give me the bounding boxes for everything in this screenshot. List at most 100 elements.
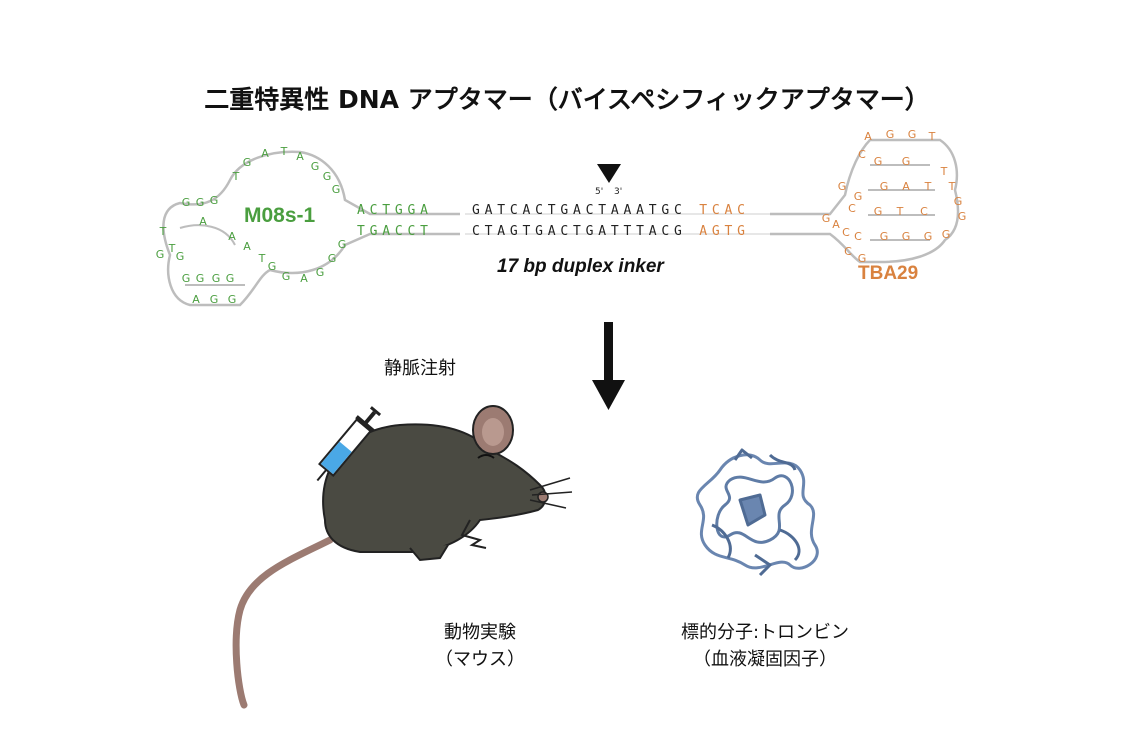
arrow-down-icon xyxy=(592,322,625,410)
right-loop-nucleotide: A xyxy=(902,180,910,193)
left-stem-top: ACTGGA xyxy=(357,203,433,218)
left-loop-nucleotide: G xyxy=(182,272,191,285)
linker-top-strand: ACTGGA GATCACTGACTAAATGC TCAC xyxy=(357,203,750,218)
right-stem-top: TCAC xyxy=(699,203,750,218)
right-loop-nucleotide: G xyxy=(902,230,911,243)
right-loop-nucleotide: G xyxy=(924,230,933,243)
mouse-hind-paw xyxy=(409,544,449,562)
left-loop-nucleotide: T xyxy=(168,242,176,255)
right-loop-nucleotide: G xyxy=(822,212,831,225)
mouse-whiskers xyxy=(529,477,573,509)
figure-title: 二重特異性 DNA アプタマー（バイスペシフィックアプタマー） xyxy=(204,85,930,114)
linker-top-sequence: GATCACTGACTAAATGC xyxy=(472,203,687,218)
protein-structure-icon xyxy=(696,448,819,577)
left-aptamer-inner-backbone xyxy=(179,224,245,286)
left-loop-nucleotide: A xyxy=(296,150,304,163)
left-loop-nucleotide: G xyxy=(210,293,219,306)
left-loop-nucleotide: A xyxy=(243,240,251,253)
syringe-fluid xyxy=(320,441,352,475)
left-loop-nucleotide: G xyxy=(156,248,165,261)
left-loop-nucleotide: T xyxy=(232,170,240,183)
left-loop-nucleotide: G xyxy=(332,183,341,196)
right-aptamer-label: TBA29 xyxy=(858,263,919,284)
left-loop-nucleotide: A xyxy=(300,272,308,285)
mouse-front-paw xyxy=(460,519,487,549)
right-loop-nucleotide: G xyxy=(874,155,883,168)
right-aptamer-backbone xyxy=(770,138,960,264)
left-loop-nucleotide: G xyxy=(282,270,291,283)
right-loop-nucleotide: T xyxy=(896,205,904,218)
left-loop-nucleotide: G xyxy=(268,260,277,273)
animal-label-line2: （マウス） xyxy=(435,649,525,670)
triangle-down-icon xyxy=(597,164,621,183)
right-loop-nucleotide: C xyxy=(848,202,856,215)
left-loop-nucleotide: G xyxy=(338,238,347,251)
left-loop-nucleotide: A xyxy=(199,215,207,228)
right-loop-nucleotide: C xyxy=(858,148,866,161)
linker-bottom-sequence: CTAGTGACTGATTTACG xyxy=(472,224,687,239)
left-loop-nucleotide: G xyxy=(182,196,191,209)
five-prime-label: 5' xyxy=(595,187,604,197)
left-loop-nucleotide: G xyxy=(316,266,325,279)
right-stem-bottom: AGTG xyxy=(699,224,750,239)
right-aptamer-inner-backbone xyxy=(868,164,935,241)
left-stem-bottom: TGACCT xyxy=(357,224,433,239)
right-loop-nucleotide: G xyxy=(858,252,867,265)
linker-bottom-strand: TGACCT CTAGTGACTGATTTACG AGTG xyxy=(357,224,750,239)
right-loop-nucleotide: T xyxy=(948,180,956,193)
target-label-line1: 標的分子:トロンビン xyxy=(680,622,850,643)
right-loop-nucleotide: G xyxy=(886,128,895,141)
right-loop-nucleotide: G xyxy=(880,230,889,243)
left-loop-nucleotide: G xyxy=(226,272,235,285)
right-loop-nucleotide: A xyxy=(832,218,840,231)
right-loop-nucleotide: C xyxy=(842,226,850,239)
target-label-line2: （血液凝固因子） xyxy=(693,649,837,670)
right-loop-nucleotide: C xyxy=(854,230,862,243)
left-loop-nucleotide: G xyxy=(228,293,237,306)
left-loop-nucleotide: T xyxy=(280,145,288,158)
right-loop-nucleotide: G xyxy=(908,128,917,141)
right-loop-nucleotide: T xyxy=(928,130,936,143)
right-loop-nucleotide: C xyxy=(844,245,852,258)
left-loop-nucleotide: G xyxy=(311,160,320,173)
left-loop-nucleotide: G xyxy=(196,196,205,209)
right-loop-nucleotide: G xyxy=(838,180,847,193)
left-loop-nucleotide: G xyxy=(212,272,221,285)
right-loop-nucleotide: G xyxy=(942,228,951,241)
left-loop-nucleotide: A xyxy=(228,230,236,243)
left-loop-nucleotide: T xyxy=(159,225,167,238)
right-loop-nucleotide: G xyxy=(854,190,863,203)
right-loop-nucleotide: G xyxy=(874,205,883,218)
right-loop-nucleotide: G xyxy=(954,195,963,208)
right-loop-nucleotide: T xyxy=(924,180,932,193)
linker-label: 17 bp duplex inker xyxy=(497,256,664,277)
mouse-tail xyxy=(232,536,334,709)
left-aptamer-backbone xyxy=(162,150,460,307)
left-loop-nucleotide: A xyxy=(261,147,269,160)
left-loop-nucleotide: G xyxy=(176,250,185,263)
right-loop-nucleotide: A xyxy=(864,130,872,143)
mouse-icon xyxy=(232,405,573,709)
left-loop-nucleotide: G xyxy=(328,252,337,265)
right-loop-nucleotide: G xyxy=(958,210,967,223)
right-loop-nucleotide: T xyxy=(940,165,948,178)
left-loop-nucleotide: G xyxy=(210,194,219,207)
right-loop-nucleotide: C xyxy=(920,205,928,218)
left-loop-nucleotide: T xyxy=(258,252,266,265)
mouse-ear-inner xyxy=(482,418,504,446)
injection-label: 静脈注射 xyxy=(384,358,456,379)
left-loop-nucleotide: G xyxy=(196,272,205,285)
left-loop-nucleotide: G xyxy=(243,156,252,169)
left-aptamer-label: M08s-1 xyxy=(244,204,316,227)
syringe-icon xyxy=(316,406,382,482)
right-loop-nucleotide: G xyxy=(902,155,911,168)
right-loop-nucleotide: G xyxy=(880,180,889,193)
mouse-eye xyxy=(477,454,495,459)
animal-label-line1: 動物実験 xyxy=(444,622,516,643)
three-prime-label: 3' xyxy=(614,187,623,197)
left-loop-nucleotide: A xyxy=(192,293,200,306)
